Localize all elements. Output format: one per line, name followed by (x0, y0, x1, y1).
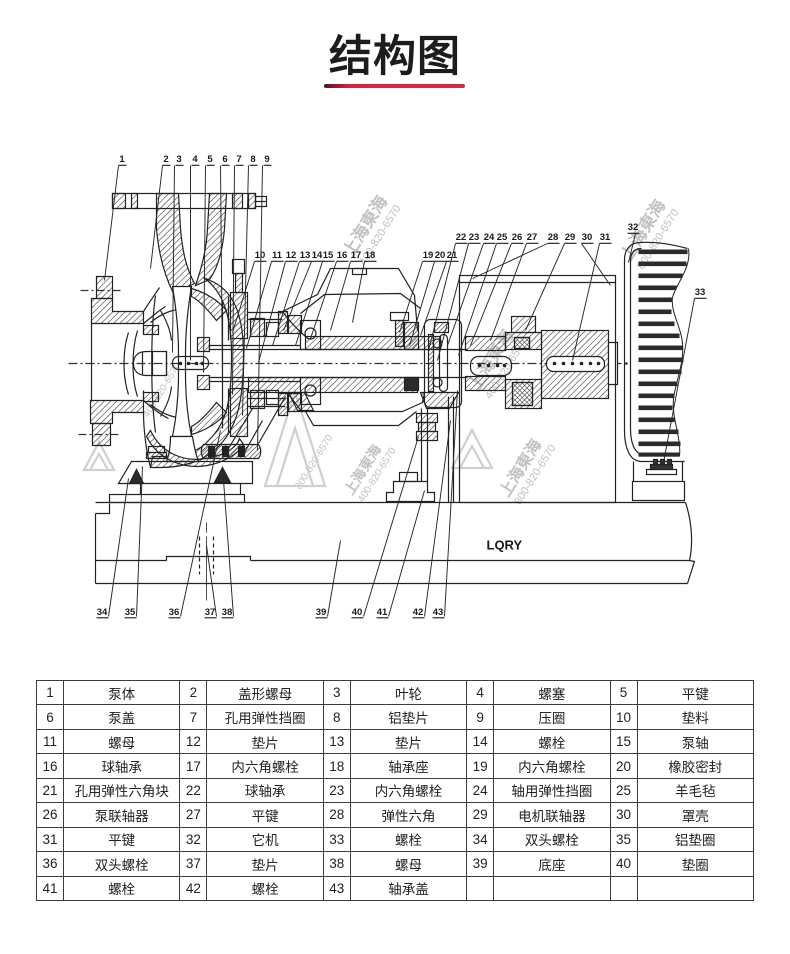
svg-text:5: 5 (207, 154, 213, 165)
svg-text:40: 40 (352, 607, 363, 618)
svg-text:32: 32 (628, 222, 639, 233)
svg-text:6: 6 (222, 154, 227, 165)
svg-text:24: 24 (484, 232, 495, 243)
svg-text:38: 38 (222, 607, 233, 618)
svg-text:43: 43 (433, 607, 444, 618)
svg-text:29: 29 (565, 232, 576, 243)
svg-text:33: 33 (695, 287, 706, 298)
svg-text:16: 16 (337, 250, 348, 261)
svg-text:34: 34 (97, 607, 108, 618)
svg-text:LQRY: LQRY (487, 538, 523, 553)
svg-text:9: 9 (264, 154, 269, 165)
svg-text:11: 11 (272, 250, 283, 261)
svg-text:22: 22 (456, 232, 467, 243)
svg-text:39: 39 (316, 607, 327, 618)
svg-text:23: 23 (469, 232, 480, 243)
svg-text:27: 27 (527, 232, 538, 243)
svg-text:26: 26 (512, 232, 523, 243)
svg-text:42: 42 (413, 607, 424, 618)
svg-text:14: 14 (312, 250, 323, 261)
svg-text:1: 1 (119, 154, 125, 165)
svg-text:30: 30 (582, 232, 593, 243)
svg-text:8: 8 (250, 154, 255, 165)
svg-text:17: 17 (351, 250, 362, 261)
svg-text:10: 10 (255, 250, 266, 261)
svg-text:28: 28 (548, 232, 559, 243)
svg-text:35: 35 (125, 607, 136, 618)
svg-text:4: 4 (192, 154, 198, 165)
svg-text:25: 25 (497, 232, 508, 243)
svg-text:3: 3 (176, 154, 181, 165)
svg-text:15: 15 (323, 250, 334, 261)
svg-text:18: 18 (365, 250, 376, 261)
svg-text:36: 36 (169, 607, 180, 618)
svg-text:41: 41 (377, 607, 388, 618)
svg-text:31: 31 (600, 232, 611, 243)
svg-text:20: 20 (435, 250, 446, 261)
svg-text:7: 7 (236, 154, 241, 165)
svg-text:19: 19 (423, 250, 434, 261)
svg-text:37: 37 (205, 607, 216, 618)
svg-text:12: 12 (286, 250, 297, 261)
svg-text:2: 2 (163, 154, 168, 165)
svg-text:13: 13 (300, 250, 311, 261)
